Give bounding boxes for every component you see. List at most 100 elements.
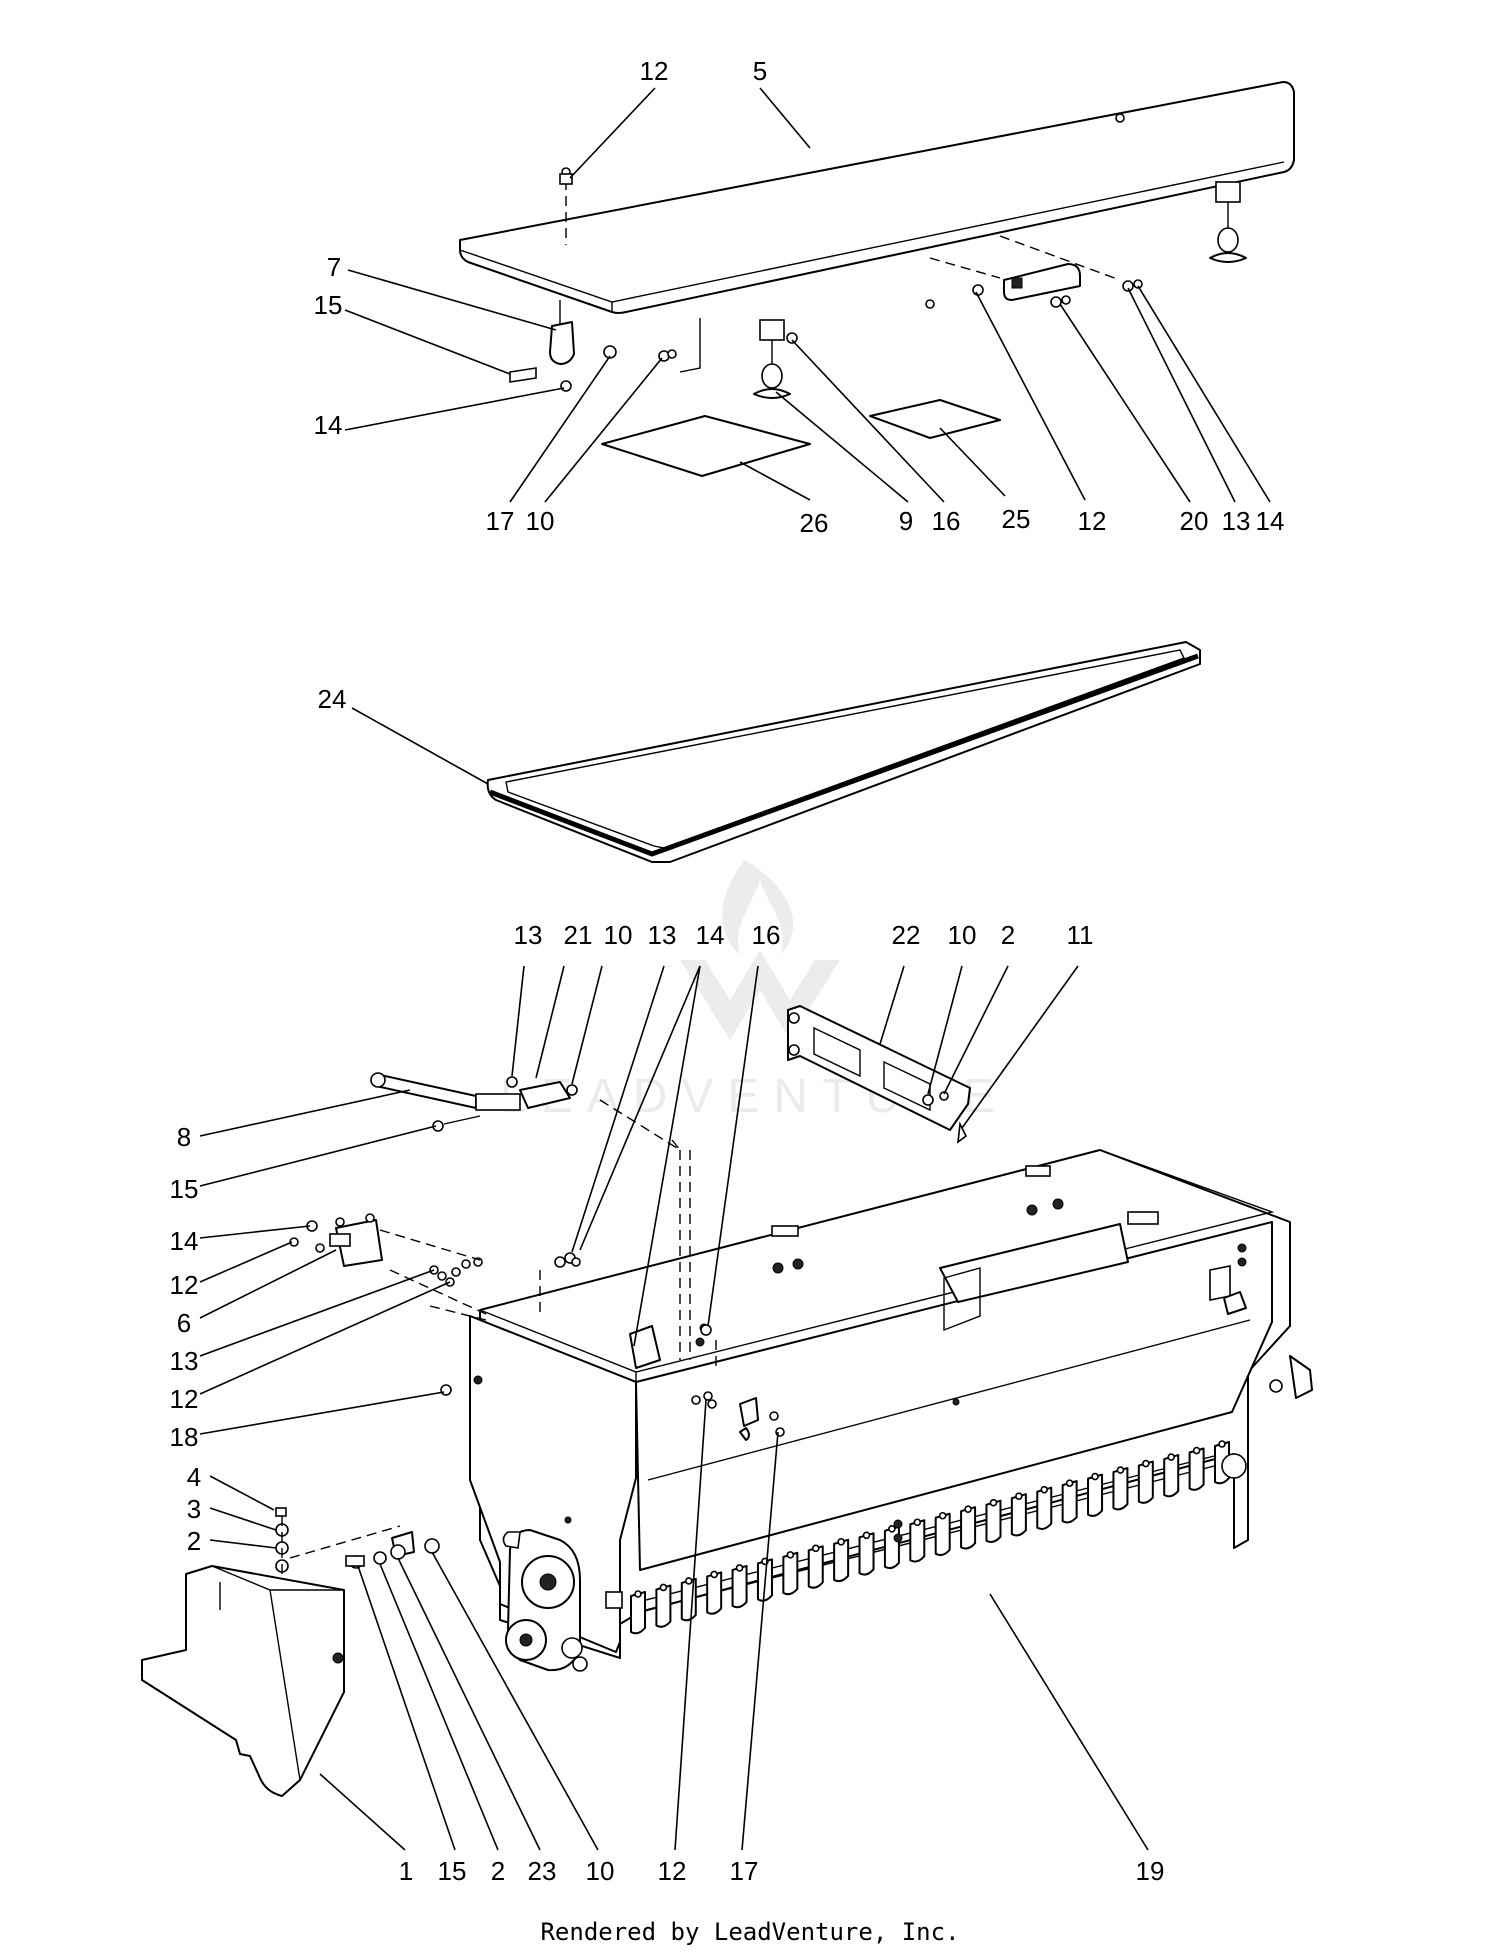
callout-label: 15 <box>314 290 343 320</box>
agitator-finger <box>1188 1447 1205 1491</box>
finger-bolt <box>888 1524 896 1533</box>
strut-guide-lines <box>599 1099 717 1366</box>
agitator-finger <box>909 1519 926 1563</box>
callout-label: 8 <box>177 1122 191 1152</box>
agitator-finger <box>833 1538 850 1583</box>
callout-label: 14 <box>314 410 343 440</box>
finger-bolt <box>938 1511 947 1520</box>
agitator-finger <box>1036 1486 1053 1530</box>
agitator-finger <box>1137 1460 1154 1504</box>
agitator-finger <box>630 1591 646 1635</box>
callout-label: 2 <box>187 1526 201 1556</box>
callout-label: 13 <box>1222 506 1251 536</box>
agitator-finger <box>1163 1454 1180 1498</box>
finger-bolt <box>735 1564 744 1572</box>
callout-label: 1 <box>399 1856 413 1886</box>
finger-bolt <box>862 1531 871 1540</box>
callout-label: 14 <box>170 1226 199 1256</box>
callout-label: 12 <box>658 1856 687 1886</box>
finger-bolt <box>1142 1459 1150 1468</box>
finger-bolt <box>710 1570 718 1579</box>
callout-label: 2 <box>491 1856 505 1886</box>
callouts: 12 5 7 15 14 17 10 26 9 16 25 12 20 13 1… <box>170 56 1285 1886</box>
finger-bolt <box>634 1590 642 1598</box>
finger-bolt <box>1192 1446 1201 1455</box>
decal-25 <box>869 399 1001 439</box>
callout-label: 21 <box>564 920 593 950</box>
callout-label: 22 <box>892 920 921 950</box>
callout-label: 6 <box>177 1308 191 1338</box>
callout-label: 10 <box>948 920 977 950</box>
gas-strut <box>370 1072 578 1132</box>
drive-sprockets <box>502 1529 623 1672</box>
callout-label: 19 <box>1136 1856 1165 1886</box>
callout-label: 23 <box>528 1856 557 1886</box>
callout-label: 12 <box>170 1270 199 1300</box>
agitator-finger <box>1087 1473 1104 1517</box>
hopper-front <box>635 1221 1273 1571</box>
finger-bolt <box>989 1498 998 1507</box>
hopper-body <box>469 1149 1313 1659</box>
hinge-bracket <box>549 321 575 365</box>
callout-label: 12 <box>1078 506 1107 536</box>
callout-label: 7 <box>327 252 341 282</box>
guard-22 <box>787 1005 971 1144</box>
callout-label: 18 <box>170 1422 199 1452</box>
callout-label: 14 <box>696 920 725 950</box>
callout-label: 25 <box>1002 504 1031 534</box>
drive-shield <box>141 1507 440 1797</box>
finger-bolt <box>964 1505 972 1514</box>
finger-bolt <box>1040 1485 1049 1494</box>
latch-center <box>753 319 791 399</box>
callout-label: 16 <box>932 506 961 536</box>
callout-label: 4 <box>187 1462 201 1492</box>
front-latch-bracket <box>440 1384 785 1441</box>
agitator-finger <box>960 1506 977 1550</box>
callout-label: 13 <box>514 920 543 950</box>
latch-right <box>1209 181 1247 263</box>
callout-label: 3 <box>187 1494 201 1524</box>
finger-bolt <box>659 1583 668 1592</box>
agitator-finger <box>782 1551 799 1596</box>
callout-label: 20 <box>1180 506 1209 536</box>
agitator-finger <box>934 1512 951 1557</box>
agitator-finger <box>1010 1493 1027 1537</box>
leader-lines <box>199 87 1271 1851</box>
finger-bolt <box>837 1538 845 1546</box>
callout-label: 12 <box>170 1384 199 1414</box>
finger-bolt <box>1116 1466 1125 1474</box>
agitator-finger <box>655 1584 672 1628</box>
agitator-finger <box>807 1545 824 1589</box>
finger-bolt <box>1015 1492 1023 1500</box>
callout-label: 9 <box>899 506 913 536</box>
callout-label: 14 <box>1256 506 1285 536</box>
callout-label: 13 <box>648 920 677 950</box>
callout-label: 10 <box>604 920 633 950</box>
footer-credit: Rendered by LeadVenture, Inc. <box>540 1918 959 1946</box>
callout-label: 26 <box>800 508 829 538</box>
agitator-finger <box>706 1571 723 1615</box>
agitator-finger <box>985 1499 1002 1544</box>
callout-label: 11 <box>1067 920 1094 950</box>
lid-panel <box>459 81 1295 314</box>
finger-bolt <box>684 1577 693 1585</box>
finger-bolt <box>1167 1453 1176 1461</box>
callout-label: 10 <box>526 506 555 536</box>
gasket-24 <box>486 641 1201 863</box>
decal-26 <box>601 415 811 477</box>
finger-bolt <box>1065 1479 1074 1487</box>
callout-label: 17 <box>486 506 515 536</box>
callout-label: 5 <box>753 56 767 86</box>
callout-label: 24 <box>318 684 347 714</box>
callout-label: 2 <box>1001 920 1015 950</box>
callout-label: 16 <box>752 920 781 950</box>
lid-assembly <box>459 81 1295 477</box>
finger-bolt <box>1218 1440 1226 1448</box>
finger-bolt <box>786 1551 795 1559</box>
callout-label: 13 <box>170 1346 199 1376</box>
callout-label: 12 <box>640 56 669 86</box>
callout-label: 15 <box>438 1856 467 1886</box>
finger-bolt <box>811 1544 820 1553</box>
agitator-finger <box>731 1564 748 1609</box>
